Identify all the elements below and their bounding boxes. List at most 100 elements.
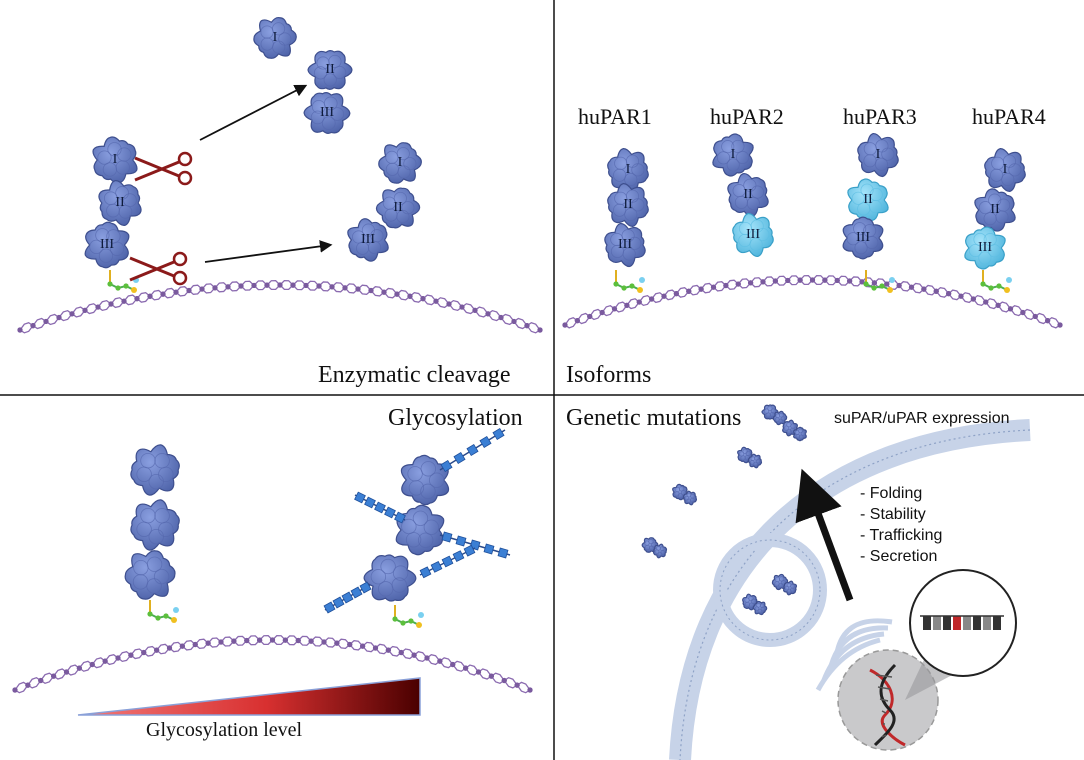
domain-label-cleaved-ii: II: [325, 62, 335, 77]
scissors-icon-upper: [134, 151, 193, 186]
sequence-block-2: [933, 616, 941, 630]
sequence-block-4: [953, 616, 961, 630]
isoform2-domain-3: [732, 213, 774, 258]
glyco-low-domain-2: [130, 499, 180, 551]
released-domain-iii: [347, 218, 389, 262]
gpi-anchor-isoform-4: [980, 270, 1012, 293]
domain-label-i: I: [112, 152, 118, 167]
glycosylation-level-label: Glycosylation level: [146, 719, 303, 741]
glyco-low-domain-1: [130, 444, 180, 496]
isoform-label-4: huPAR4: [972, 104, 1046, 129]
gpi-anchor-top-left: [107, 270, 139, 293]
isoform3-domain-2: [847, 178, 889, 222]
supar-molecule-5-b: [652, 543, 668, 559]
effect-trafficking: - Trafficking: [860, 527, 943, 544]
membrane-top-left: [17, 280, 543, 334]
panel-title-glycosylation: Glycosylation: [388, 405, 523, 431]
isoform1-domain-1: [607, 148, 649, 192]
supar-molecule-3-b: [747, 453, 763, 469]
isoform1-domain-label-2: II: [623, 197, 633, 212]
isoform3-domain-3: [842, 216, 884, 260]
domain-label-iii: III: [100, 237, 114, 252]
glyco-high-domain-2: [395, 504, 445, 556]
supar-molecule-6-b: [782, 580, 798, 596]
released-domain-ii: [375, 187, 421, 229]
membrane-top-right: [562, 275, 1063, 329]
isoform4-domain-label-1: I: [1002, 162, 1008, 177]
cleaved-domain-i: [253, 16, 297, 59]
isoform2-domain-label-3: III: [746, 227, 760, 242]
gpi-anchor-isoform-1: [613, 270, 645, 293]
expression-arrow: [795, 468, 854, 602]
vesicle: [713, 533, 827, 647]
glycan-chain-2: [354, 491, 406, 524]
supar-molecule-1: [761, 404, 779, 420]
panel-title-isoforms: Isoforms: [566, 362, 652, 388]
cell-membrane: [669, 419, 1031, 760]
isoform3-domain-1: [857, 132, 899, 178]
isoform1-domain-label-1: I: [625, 162, 631, 177]
gpi-anchor-glyco-low: [147, 600, 179, 623]
isoform4-domain-3: [964, 226, 1006, 270]
sequence-block-6: [973, 616, 981, 630]
supar-molecule-2-b: [793, 426, 807, 442]
supar-molecule-7-b: [752, 600, 768, 616]
isoform-label-3: huPAR3: [843, 104, 917, 129]
gpi-anchor-isoform-3: [863, 270, 895, 293]
nucleus: [837, 649, 939, 751]
panel-genetic-mutations: [641, 404, 1031, 760]
domain-label-released-iii: III: [361, 232, 375, 247]
dna-icon: [869, 663, 906, 747]
glyco-high-domain-3: [363, 554, 417, 602]
scissors-icon-lower: [129, 251, 188, 286]
effect-stability: - Stability: [860, 506, 926, 523]
glycan-chain-4: [419, 544, 476, 579]
isoform3-domain-label-2: II: [863, 192, 873, 207]
isoform4-domain-2: [974, 188, 1016, 232]
expression-label: suPAR/uPAR expression: [834, 410, 1010, 427]
panel-title-genetic-mutations: Genetic mutations: [566, 405, 742, 431]
domain-label-released-i: I: [397, 155, 403, 170]
isoform3-domain-label-3: III: [856, 230, 870, 245]
isoform1-domain-label-3: III: [618, 237, 632, 252]
gpi-anchor-glyco-high: [392, 605, 424, 628]
glyco-low-domain-3: [124, 550, 176, 600]
sequence-block-8: [993, 616, 1001, 630]
isoform1-domain-3: [604, 222, 646, 268]
glyco-high-domain-1: [400, 454, 450, 506]
isoform3-domain-label-1: I: [875, 147, 881, 162]
cleavage-arrow-upper: [199, 84, 308, 141]
glycan-chain-1: [439, 427, 506, 473]
panel-title-enzymatic-cleavage: Enzymatic cleavage: [318, 362, 511, 388]
glycan-chain-3: [439, 531, 511, 559]
domain-iii-full: [84, 221, 130, 269]
sequence-block-5: [963, 616, 971, 630]
domain-label-cleaved-i: I: [272, 30, 278, 45]
domain-label-cleaved-iii: III: [320, 105, 334, 120]
cleaved-domain-iii: [303, 92, 351, 134]
domain-label-released-ii: II: [393, 200, 403, 215]
domain-ii-full: [98, 179, 142, 226]
cleavage-arrow-lower: [204, 240, 333, 263]
cleaved-domain-ii: [307, 50, 353, 90]
isoform1-domain-2: [607, 183, 649, 227]
glycan-chain-5: [323, 581, 372, 614]
isoform2-domain-1: [712, 133, 754, 177]
panel-enzymatic-cleavage: [17, 16, 543, 334]
golgi-apparatus: [815, 618, 893, 692]
panel-isoforms: [562, 132, 1063, 329]
magnifier-icon: [909, 569, 1017, 677]
isoform2-domain-2: [727, 172, 769, 217]
isoform-label-2: huPAR2: [710, 104, 784, 129]
isoform2-domain-label-1: I: [730, 147, 736, 162]
released-domain-i: [378, 142, 422, 184]
supar-molecule-4-b: [682, 490, 698, 506]
sequence-block-3: [943, 616, 951, 630]
isoform4-domain-label-2: II: [990, 202, 1000, 217]
isoform-label-1: huPAR1: [578, 104, 652, 129]
sequence-block-1: [923, 616, 931, 630]
domain-i-full: [92, 136, 138, 184]
isoform4-domain-1: [984, 148, 1026, 192]
domain-label-ii: II: [115, 195, 125, 210]
